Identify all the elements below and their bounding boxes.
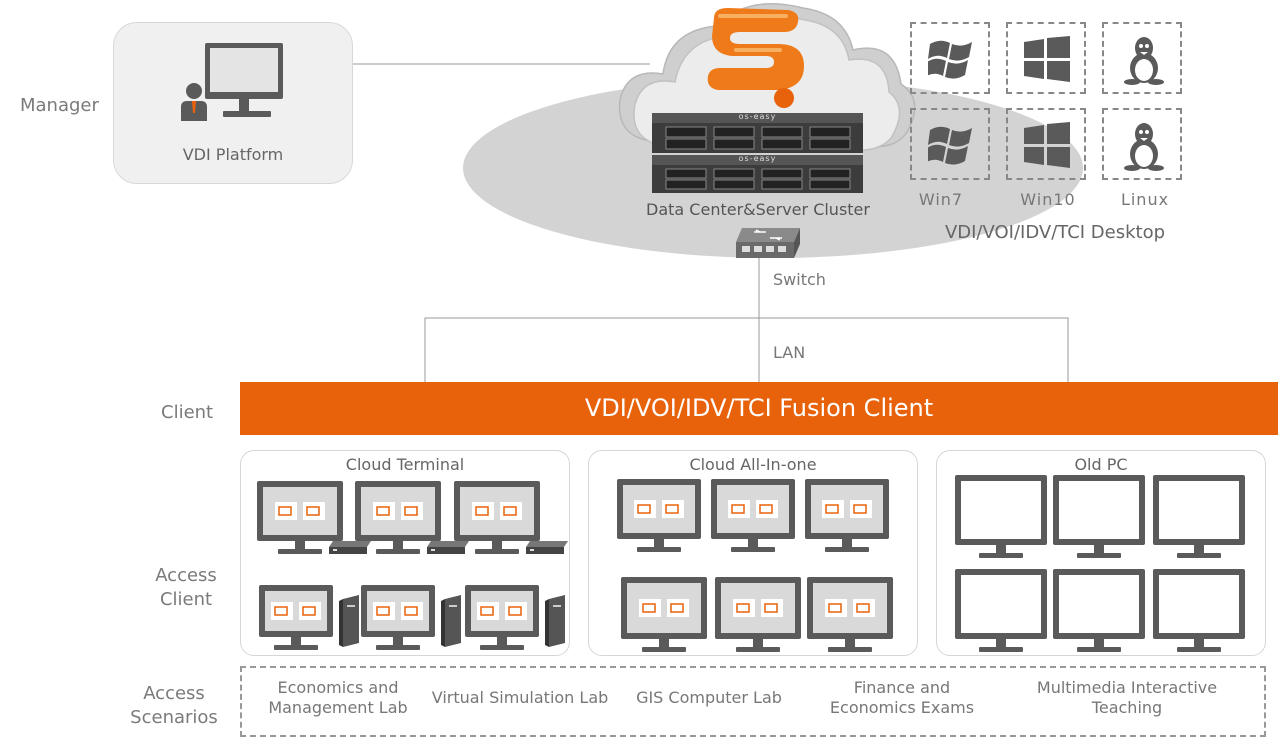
row-label-access-scenarios: Access Scenarios [130, 682, 218, 730]
windows7-icon [928, 40, 972, 79]
datacenter-label: Data Center&Server Cluster [646, 200, 870, 219]
all-in-one-monitor-icon [711, 479, 795, 557]
old-pc-title: Old PC [1074, 455, 1128, 474]
os-label-win10: Win10 [1020, 190, 1076, 209]
switch-label: Switch [773, 270, 826, 289]
server-rack-top: os-easy [652, 112, 863, 153]
connection-lines [351, 63, 1069, 382]
windows7-icon [928, 126, 972, 165]
vdi-platform-label: VDI Platform [182, 145, 284, 164]
cloud-terminal-panel: Cloud Terminal [240, 450, 570, 656]
scenario-finance-exams: Finance and Economics Exams [818, 678, 986, 718]
old-pc-monitor-icon [1053, 569, 1145, 657]
old-pc-monitor-icon [1153, 475, 1245, 563]
os-box-win10-1 [1006, 22, 1086, 94]
thin-client-box-icon [425, 539, 469, 559]
monitor-icon [259, 585, 333, 655]
scenario-line: Economics and [277, 678, 399, 697]
os-box-linux-2 [1102, 108, 1182, 180]
server-rack-bottom: os-easy [652, 154, 863, 193]
row-label-client: Client [161, 402, 214, 423]
desktops-title: VDI/VOI/IDV/TCI Desktop [944, 222, 1166, 243]
lan-label: LAN [773, 343, 806, 362]
monitor-icon [361, 585, 435, 655]
cloud-aio-panel: Cloud All-In-one [588, 450, 918, 656]
scenario-line: GIS Computer Lab [636, 688, 782, 707]
old-pc-monitor-icon [1053, 475, 1145, 563]
os-box-win7-1 [910, 22, 990, 94]
scenario-line: Economics Exams [829, 698, 975, 717]
monitor-icon [454, 481, 540, 559]
all-in-one-monitor-icon [807, 577, 893, 657]
mini-tower-icon [339, 595, 363, 653]
os-box-win7-2 [910, 108, 990, 180]
scenario-line: Management Lab [268, 698, 408, 717]
scenarios-box [240, 666, 1266, 737]
scenario-line: Finance and [853, 678, 951, 697]
all-in-one-monitor-icon [617, 479, 701, 557]
row-label-line: Access [155, 565, 217, 586]
os-label-win7: Win7 [918, 190, 964, 209]
monitor-icon [257, 481, 343, 559]
windows10-icon [1024, 122, 1070, 168]
os-box-win10-2 [1006, 108, 1086, 180]
row-label-line: Access [143, 683, 205, 704]
thin-client-box-icon [524, 539, 568, 559]
server-brand-label: os-easy [738, 154, 777, 163]
old-pc-monitor-icon [1153, 569, 1245, 657]
scenario-line: Multimedia Interactive [1036, 678, 1218, 697]
mini-tower-icon [441, 595, 465, 653]
monitor-icon [465, 585, 539, 655]
scenario-gis-lab: GIS Computer Lab [628, 688, 790, 708]
linux-tux-icon [1124, 37, 1164, 85]
mini-tower-icon [545, 595, 569, 653]
old-pc-monitor-icon [955, 475, 1047, 563]
scenario-line: Virtual Simulation Lab [431, 688, 609, 707]
network-switch-icon [736, 228, 800, 258]
admin-computer-icon [181, 43, 283, 121]
all-in-one-monitor-icon [805, 479, 889, 557]
fusion-client-label: VDI/VOI/IDV/TCI Fusion Client [584, 394, 934, 422]
server-software-logo-icon [707, 8, 804, 108]
vdi-platform-box[interactable]: VDI Platform [113, 22, 353, 184]
windows10-icon [1024, 36, 1070, 82]
row-label-line: Scenarios [130, 707, 218, 728]
fusion-client-bar[interactable]: VDI/VOI/IDV/TCI Fusion Client [240, 382, 1278, 435]
os-label-linux: Linux [1120, 190, 1170, 209]
all-in-one-monitor-icon [715, 577, 801, 657]
linux-tux-icon [1124, 123, 1164, 171]
all-in-one-monitor-icon [621, 577, 707, 657]
scenario-line: Teaching [1091, 698, 1163, 717]
old-pc-panel: Old PC [936, 450, 1266, 656]
os-box-linux-1 [1102, 22, 1182, 94]
row-label-manager: Manager [20, 95, 99, 116]
row-label-access-client: Access Client [150, 564, 222, 612]
cloud-aio-title: Cloud All-In-one [689, 455, 817, 474]
monitor-icon [355, 481, 441, 559]
server-brand-label: os-easy [738, 112, 777, 121]
scenario-virtual-simulation: Virtual Simulation Lab [430, 688, 610, 708]
scenario-economics-management: Economics and Management Lab [258, 678, 418, 718]
cloud-terminal-title: Cloud Terminal [345, 455, 465, 474]
scenario-multimedia-teaching: Multimedia Interactive Teaching [1022, 678, 1232, 718]
thin-client-box-icon [327, 539, 371, 559]
row-label-line: Client [159, 589, 213, 610]
old-pc-monitor-icon [955, 569, 1047, 657]
